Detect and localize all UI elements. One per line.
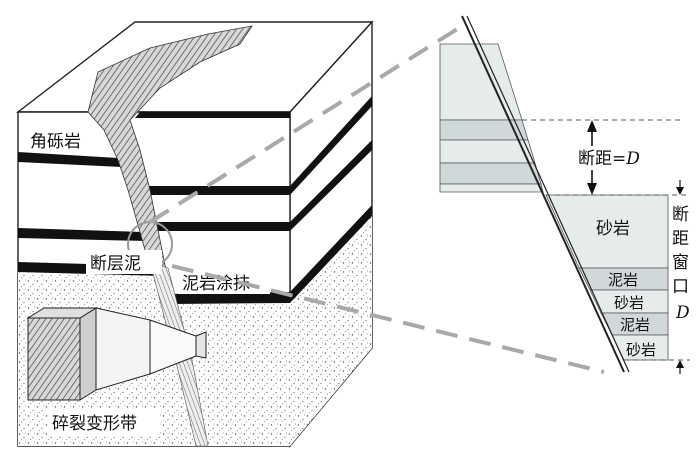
fault-line-b: [466, 15, 630, 373]
left-layer-mud2: [439, 162, 542, 185]
block-diagram: 角砾岩 断层泥 泥岩涂抹 碎裂变形带: [15, 20, 374, 448]
window-char-2: 距: [672, 229, 689, 249]
fault-line-a: [461, 15, 625, 373]
bed-footwall-2: [18, 228, 146, 241]
throw-label-bg: [576, 146, 668, 170]
window-symbol: D: [675, 303, 690, 323]
bed-top-trace: [135, 112, 290, 118]
bed-hangingwall-2: [150, 222, 290, 231]
left-layer-base: [439, 183, 544, 193]
bed-footwall-1: [18, 152, 122, 167]
fault-breccia-zone: [87, 25, 253, 271]
label-bg-smear: [178, 270, 270, 294]
bed-right-3: [290, 205, 372, 303]
throw-arrow-head-up: [587, 120, 597, 132]
label-bg-cataclastic: [48, 409, 160, 435]
layer-label-mud-2: 泥岩: [620, 316, 650, 334]
throw-arrow-head-down: [587, 183, 597, 195]
label-mud-smear: 泥岩涂抹: [182, 274, 250, 294]
bed-right-1: [290, 96, 372, 195]
connector-upper: [148, 24, 464, 224]
label-bg-breccia: [26, 128, 102, 152]
bed-hangingwall-1: [132, 186, 290, 195]
zoom-connectors: [148, 24, 605, 374]
label-fault-gouge: 断层泥: [90, 254, 141, 274]
label-bg-gouge: [86, 250, 162, 274]
cataclastic-inset: [26, 307, 207, 401]
label-breccia: 角砾岩: [30, 132, 81, 152]
window-arrow-head-bottom: [676, 360, 684, 368]
layer-label-sand-2: 砂岩: [614, 294, 644, 312]
window-char-3: 窗: [672, 253, 689, 273]
layer-label-mud-1: 泥岩: [608, 271, 638, 289]
window-char-4: 口: [672, 277, 689, 297]
layer-label-sand-1: 砂岩: [596, 219, 630, 239]
label-cataclastic-zone: 碎裂变形带: [52, 414, 137, 434]
window-arrow-head-top: [676, 187, 684, 195]
connector-lower: [171, 264, 605, 374]
window-char-1: 断: [672, 205, 689, 225]
bed-right-2: [290, 140, 372, 231]
lower-sandstone-right: [290, 212, 372, 446]
layer-label-sand-3: 砂岩: [626, 341, 656, 359]
throw-label: 断距=D: [578, 149, 640, 169]
bed-hangingwall-3: [168, 292, 290, 304]
fault-closeup: 断距=D 断 距 窗 口 D 砂岩 泥岩 砂岩 泥岩 砂岩: [439, 15, 690, 374]
